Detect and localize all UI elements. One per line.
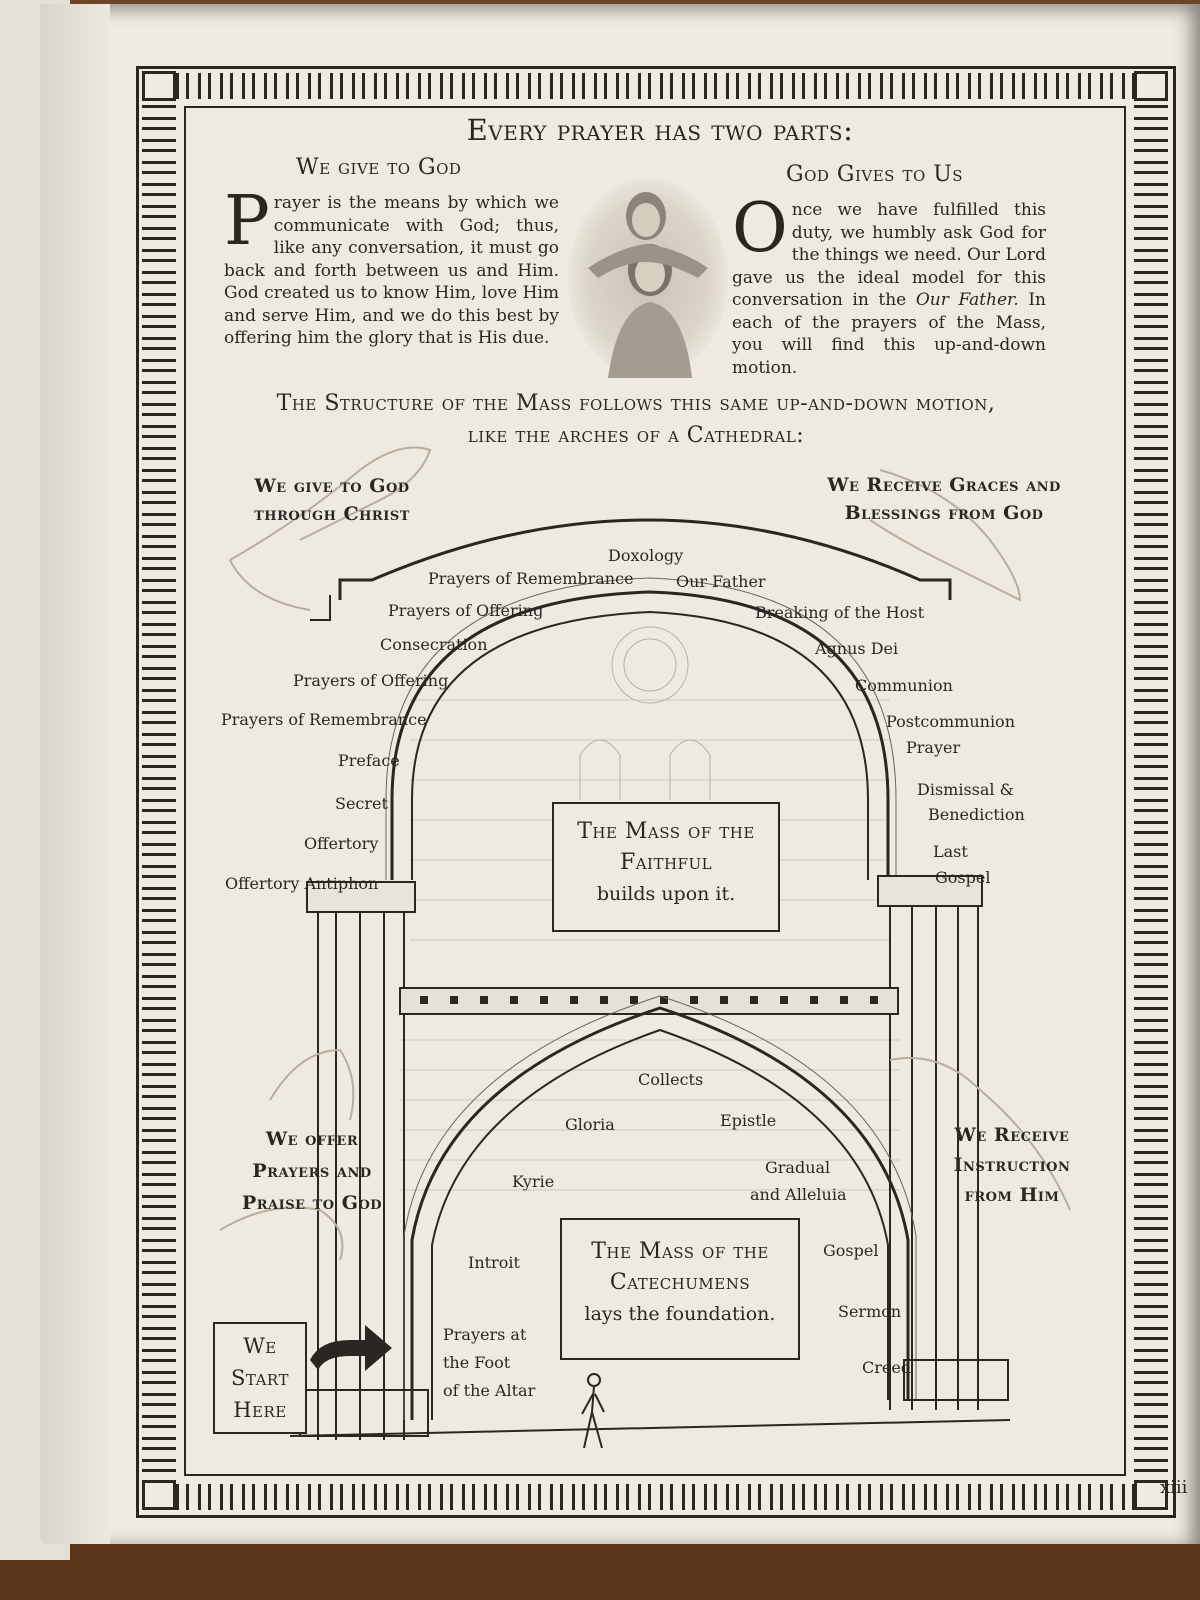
caption-line: We offer (265, 1128, 359, 1150)
corner-ornament (142, 1480, 176, 1510)
label-prayer: Prayer (906, 738, 961, 757)
right-paragraph-text: nce we have fulfilled this duty, we humb… (732, 200, 1046, 310)
structure-heading-line2: like the arches of a Cathedral: (467, 423, 805, 448)
left-paragraph-text: rayer is the means by which we communica… (224, 193, 559, 348)
label-dismissal: Dismissal & (917, 780, 1014, 799)
label-kyrie: Kyrie (512, 1172, 555, 1191)
label-doxology: Doxology (608, 546, 684, 565)
corner-ornament (142, 71, 176, 101)
label-prayers-at: Prayers at (443, 1325, 527, 1344)
label-prayers-of-offering: Prayers of Offering (388, 601, 544, 620)
label-prayers-of-remembrance: Prayers of Remembrance (428, 569, 634, 588)
right-paragraph-text-end: In each of the prayers of the Mass, you … (732, 290, 1046, 378)
label-collects: Collects (638, 1070, 704, 1089)
caption-line: from Him (964, 1184, 1060, 1206)
label-gradual: Gradual (765, 1158, 831, 1177)
ornament-band-right (1134, 73, 1168, 1510)
label-and-alleluia: and Alleluia (750, 1185, 847, 1204)
right-heading: God Gives to Us (786, 162, 964, 187)
label-communion: Communion (855, 676, 953, 695)
drop-cap: O (732, 189, 788, 268)
caption-receive-instruction: We Receive Instruction from Him (932, 1120, 1092, 1210)
label-offertory-antiphon: Offertory Antiphon (225, 874, 379, 893)
label-postcommunion: Postcommunion (886, 712, 1015, 731)
start-line: Start (231, 1366, 289, 1390)
ornament-band-top (154, 73, 1158, 99)
drop-cap: P (224, 182, 270, 261)
label-creed: Creed (862, 1358, 912, 1377)
label-of-the-altar: of the Altar (443, 1381, 536, 1400)
caption-line: We give to God (254, 475, 410, 497)
label-sermon: Sermon (838, 1302, 902, 1321)
label-agnus-dei: Agnus Dei (815, 639, 899, 658)
mass-of-the-catechumens-box: The Mass of the Catechumens lays the fou… (560, 1218, 800, 1360)
box-title-line: Faithful (619, 850, 713, 875)
structure-heading-line1: The Structure of the Mass follows this s… (276, 391, 996, 416)
label-our-father: Our Father (676, 572, 766, 591)
caption-line: Praise to God (241, 1192, 383, 1214)
ornament-band-left (142, 73, 176, 1510)
label-prayers-of-remembrance: Prayers of Remembrance (221, 710, 427, 729)
caption-line: Blessings from God (844, 502, 1044, 524)
arrow-right-icon (310, 1325, 392, 1371)
page-gutter (40, 4, 110, 1544)
corner-ornament (1134, 71, 1168, 101)
outer-frame (136, 66, 1176, 1518)
portrait-engraving (568, 178, 728, 378)
mass-of-the-faithful-box: The Mass of the Faithful builds upon it. (552, 802, 780, 932)
structure-heading: The Structure of the Mass follows this s… (222, 388, 1050, 452)
caption-receive-graces: We Receive Graces and Blessings from God (812, 471, 1076, 527)
start-here-box: We Start Here (213, 1322, 307, 1434)
label-introit: Introit (468, 1253, 520, 1272)
start-line: Here (233, 1398, 287, 1422)
caption-line: We Receive Graces and (827, 474, 1061, 496)
label-epistle: Epistle (720, 1111, 777, 1130)
caption-line: Prayers and (252, 1160, 372, 1182)
caption-line: Instruction (953, 1154, 1071, 1176)
box-title-line: The Mass of the (591, 1239, 769, 1264)
hand-icon (229, 446, 432, 561)
figure-icon (581, 1373, 605, 1449)
label-last: Last (933, 842, 968, 861)
label-the-foot: the Foot (443, 1353, 511, 1372)
caption-line: through Christ (254, 503, 410, 525)
label-gloria: Gloria (565, 1115, 615, 1134)
left-heading: We give to God (296, 155, 462, 180)
start-line: We (243, 1334, 277, 1358)
label-prayers-of-offering: Prayers of Offering (293, 671, 449, 690)
page-number: xiii (1160, 1477, 1188, 1498)
caption-offer-prayers: We offer Prayers and Praise to God (222, 1123, 402, 1219)
label-secret: Secret (335, 794, 388, 813)
corner-ornament (1134, 1480, 1168, 1510)
ornament-band-bottom (154, 1484, 1158, 1510)
our-father-emphasis: Our Father. (915, 290, 1019, 310)
label-breaking-of-the-host: Breaking of the Host (755, 603, 925, 622)
caption-line: We Receive (954, 1124, 1070, 1146)
label-preface: Preface (338, 751, 400, 770)
label-gospel: Gospel (935, 868, 991, 887)
label-gospel: Gospel (823, 1241, 879, 1260)
box-subtitle: builds upon it. (596, 883, 736, 905)
box-title-line: The Mass of the (577, 819, 755, 844)
label-consecration: Consecration (380, 635, 488, 654)
label-benediction: Benediction (928, 805, 1025, 824)
label-offertory: Offertory (304, 834, 379, 853)
page-title: Every prayer has two parts: (466, 113, 854, 147)
box-title-line: Catechumens (609, 1270, 751, 1295)
caption-give-through-christ: We give to God through Christ (232, 472, 432, 528)
box-subtitle: lays the foundation. (584, 1303, 776, 1325)
